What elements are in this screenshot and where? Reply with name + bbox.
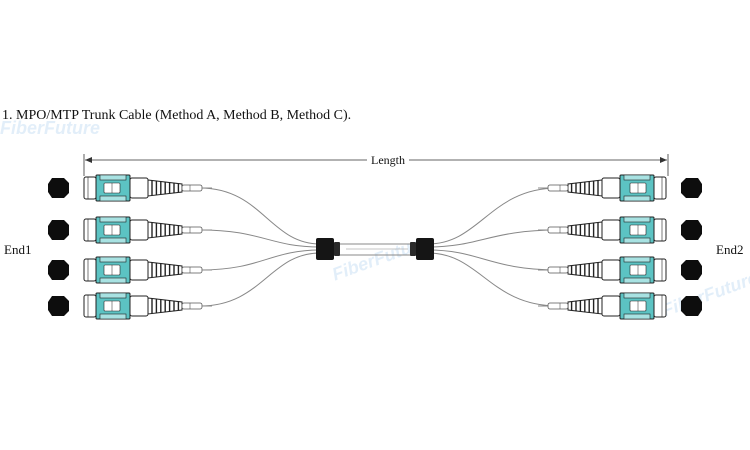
connector-group: [48, 174, 702, 320]
right-connector-collar: [601, 295, 621, 317]
right-connector-1: [538, 174, 702, 202]
right-connector-latch-top: [623, 216, 651, 223]
length-label: Length: [371, 153, 405, 167]
left-connector-front: [83, 258, 97, 282]
left-connector-collar: [129, 259, 149, 281]
left-dust-cap: [48, 178, 69, 198]
left-connector-front: [83, 218, 97, 242]
right-connector-collar: [601, 259, 621, 281]
left-breakout-boot-tail: [334, 242, 340, 256]
left-cable-leg: [199, 252, 321, 307]
end2-label: End2: [716, 242, 744, 257]
left-connector-collar: [129, 177, 149, 199]
left-connector-1: [48, 174, 212, 202]
left-connector-latch-bottom: [99, 237, 127, 244]
right-breakout-boot: [416, 238, 434, 260]
left-breakout-boot: [316, 238, 334, 260]
left-dust-cap: [48, 220, 69, 240]
left-connector-front: [83, 176, 97, 200]
left-connector-collar: [129, 295, 149, 317]
right-connector-2: [538, 216, 702, 244]
breakout-boot-group: [316, 238, 434, 260]
right-dust-cap: [681, 260, 702, 280]
watermark-left: FiberFuture: [0, 118, 101, 138]
left-cable-sleeve: [181, 302, 203, 310]
left-connector-latch-top: [99, 292, 127, 299]
right-breakout-boot-tail: [410, 242, 416, 256]
right-connector-front: [653, 294, 667, 318]
left-connector-latch-top: [99, 174, 127, 181]
left-connector-3: [48, 256, 212, 284]
right-cable-sleeve: [547, 266, 569, 274]
right-dust-cap: [681, 220, 702, 240]
left-cable-leg: [199, 249, 321, 271]
right-connector-collar: [601, 177, 621, 199]
right-cable-leg: [427, 229, 559, 248]
right-connector-collar: [601, 219, 621, 241]
right-connector-latch-bottom: [623, 313, 651, 320]
left-connector-4: [48, 292, 212, 320]
right-connector-3: [538, 256, 702, 284]
right-dust-cap: [681, 296, 702, 316]
right-connector-4: [538, 292, 702, 320]
right-cable-leg: [427, 187, 559, 245]
right-connector-front: [653, 218, 667, 242]
left-connector-2: [48, 216, 212, 244]
right-connector-latch-bottom: [623, 277, 651, 284]
right-cable-sleeve: [547, 226, 569, 234]
right-cable-leg: [427, 249, 559, 271]
left-connector-front: [83, 294, 97, 318]
length-dimension: Length: [83, 153, 669, 176]
right-connector-latch-bottom: [623, 195, 651, 202]
left-cable-leg: [199, 187, 321, 245]
left-cable-sleeve: [181, 184, 203, 192]
right-cable-leg: [427, 252, 559, 307]
cable-group: [199, 187, 559, 307]
left-connector-latch-bottom: [99, 313, 127, 320]
right-connector-latch-top: [623, 292, 651, 299]
end1-label: End1: [4, 242, 32, 257]
right-connector-front: [653, 176, 667, 200]
diagram-caption: 1. MPO/MTP Trunk Cable (Method A, Method…: [2, 108, 352, 123]
right-connector-latch-top: [623, 174, 651, 181]
left-cable-sleeve: [181, 226, 203, 234]
right-dust-cap: [681, 178, 702, 198]
right-connector-latch-top: [623, 256, 651, 263]
left-cable-leg: [199, 229, 321, 248]
left-cable-sleeve: [181, 266, 203, 274]
right-cable-sleeve: [547, 302, 569, 310]
right-connector-front: [653, 258, 667, 282]
left-connector-latch-bottom: [99, 195, 127, 202]
left-connector-latch-top: [99, 216, 127, 223]
left-dust-cap: [48, 296, 69, 316]
right-cable-sleeve: [547, 184, 569, 192]
left-dust-cap: [48, 260, 69, 280]
left-connector-collar: [129, 219, 149, 241]
left-connector-latch-bottom: [99, 277, 127, 284]
left-connector-latch-top: [99, 256, 127, 263]
right-connector-latch-bottom: [623, 237, 651, 244]
